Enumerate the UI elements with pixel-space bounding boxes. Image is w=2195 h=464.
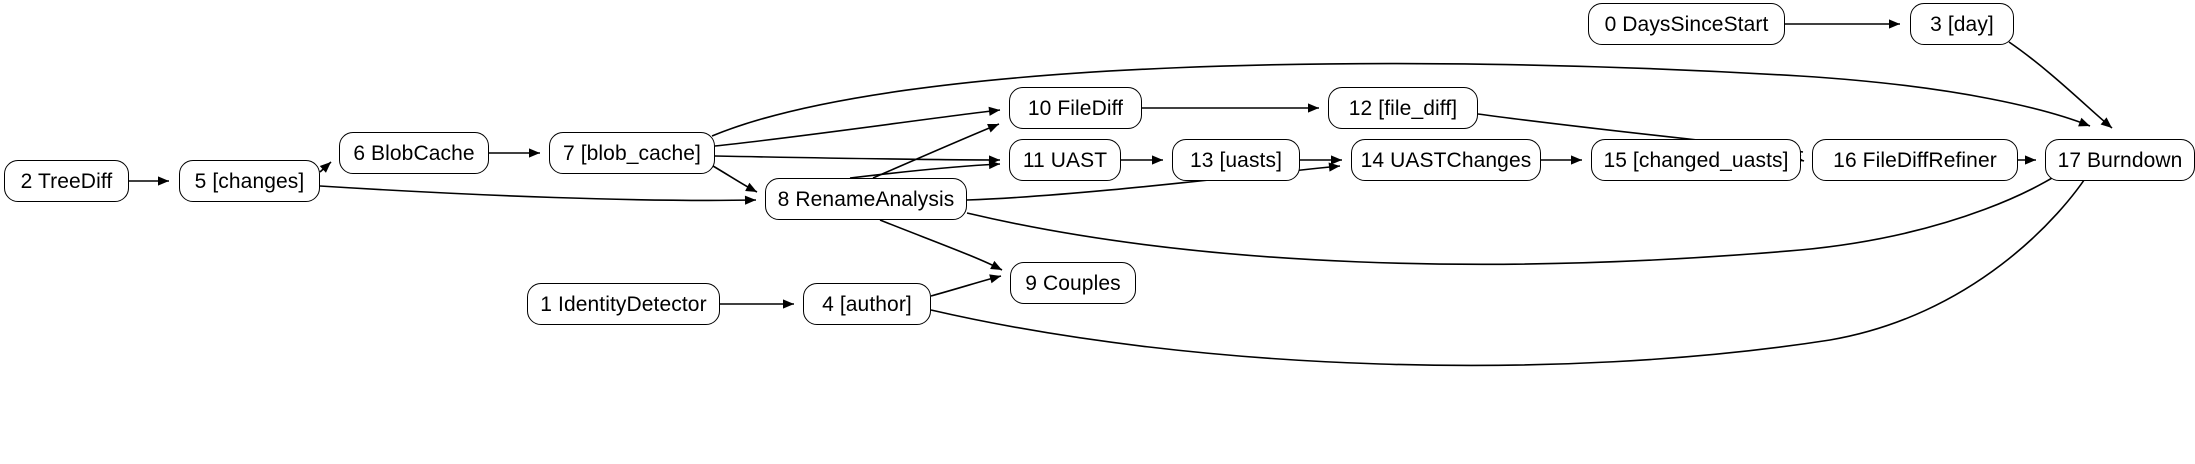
graph-node-14[interactable]: 14 UASTChanges [1351, 139, 1541, 181]
graph-edge-7-to-17 [711, 62, 2091, 137]
graph-node-label: 5 [changes] [194, 169, 305, 193]
edge-arrowhead [158, 176, 169, 186]
edge-arrowhead [1331, 155, 1342, 165]
graph-node-label: 9 Couples [1025, 271, 1121, 295]
edge-arrowhead [988, 106, 1000, 116]
graph-node-10[interactable]: 10 FileDiff [1009, 87, 1142, 129]
graph-node-label: 2 TreeDiff [20, 169, 113, 193]
edge-arrowhead [1889, 19, 1900, 29]
graph-node-label: 8 RenameAnalysis [777, 187, 955, 211]
graph-node-13[interactable]: 13 [uasts] [1172, 139, 1300, 181]
graph-edge-8-to-9 [879, 219, 1003, 271]
graph-node-label: 3 [day] [1930, 12, 1994, 36]
graph-node-label: 0 DaysSinceStart [1604, 12, 1769, 36]
graph-edge-7-to-11 [714, 155, 1001, 161]
graph-edge-8-to-17 [966, 157, 2081, 266]
graph-node-label: 7 [blob_cache] [562, 141, 701, 165]
graph-edge-7-to-10 [714, 109, 1001, 147]
edge-arrowhead [783, 299, 794, 309]
graph-node-label: 10 FileDiff [1027, 96, 1124, 120]
graph-node-label: 12 [file_diff] [1348, 96, 1458, 120]
graph-node-label: 13 [uasts] [1189, 148, 1283, 172]
edge-arrowhead [745, 182, 757, 192]
graph-node-12[interactable]: 12 [file_diff] [1328, 87, 1478, 129]
graph-node-17[interactable]: 17 Burndown [2045, 139, 2195, 181]
edge-arrowhead [2025, 155, 2036, 165]
graph-node-label: 16 FileDiffRefiner [1833, 148, 1997, 172]
graph-node-label: 4 [author] [822, 292, 912, 316]
graph-node-label: 14 UASTChanges [1360, 148, 1532, 172]
edge-arrowhead [1328, 162, 1340, 172]
graph-node-6[interactable]: 6 BlobCache [339, 132, 489, 174]
graph-node-9[interactable]: 9 Couples [1010, 262, 1136, 304]
edge-arrowhead [987, 123, 999, 133]
graph-node-label: 6 BlobCache [353, 141, 475, 165]
graph-node-1[interactable]: 1 IdentityDetector [527, 283, 720, 325]
edge-arrowhead [319, 162, 331, 173]
graph-node-label: 1 IdentityDetector [540, 292, 707, 316]
graph-node-15[interactable]: 15 [changed_uasts] [1591, 139, 1801, 181]
graph-node-2[interactable]: 2 TreeDiff [4, 160, 129, 202]
edge-arrowhead [529, 148, 540, 158]
edge-arrowhead [744, 195, 756, 205]
graph-node-0[interactable]: 0 DaysSinceStart [1588, 3, 1785, 45]
graph-node-4[interactable]: 4 [author] [803, 283, 931, 325]
graph-node-8[interactable]: 8 RenameAnalysis [765, 178, 967, 220]
graph-node-16[interactable]: 16 FileDiffRefiner [1812, 139, 2018, 181]
edge-arrowhead [989, 274, 1001, 284]
edge-arrowhead [1152, 155, 1163, 165]
graph-edge-5-to-8 [319, 185, 757, 202]
edge-arrowhead [988, 159, 1000, 170]
graph-node-label: 11 UAST [1022, 148, 1108, 172]
graph-edge-4-to-17 [930, 167, 2093, 367]
graph-node-3[interactable]: 3 [day] [1910, 3, 2014, 45]
graph-node-11[interactable]: 11 UAST [1009, 139, 1121, 181]
edge-arrowhead [1571, 155, 1582, 165]
graph-node-label: 15 [changed_uasts] [1603, 148, 1789, 172]
graph-node-7[interactable]: 7 [blob_cache] [549, 132, 715, 174]
edge-arrowhead [1308, 103, 1319, 113]
graph-node-5[interactable]: 5 [changes] [179, 160, 320, 202]
graph-edge-8-to-11 [849, 163, 1001, 179]
graph-node-label: 17 Burndown [2057, 148, 2183, 172]
edge-arrowhead [990, 260, 1002, 270]
edge-arrowhead [2100, 117, 2112, 128]
edge-arrowhead [2078, 117, 2090, 127]
graph-edge-8-to-10 [872, 123, 1000, 179]
